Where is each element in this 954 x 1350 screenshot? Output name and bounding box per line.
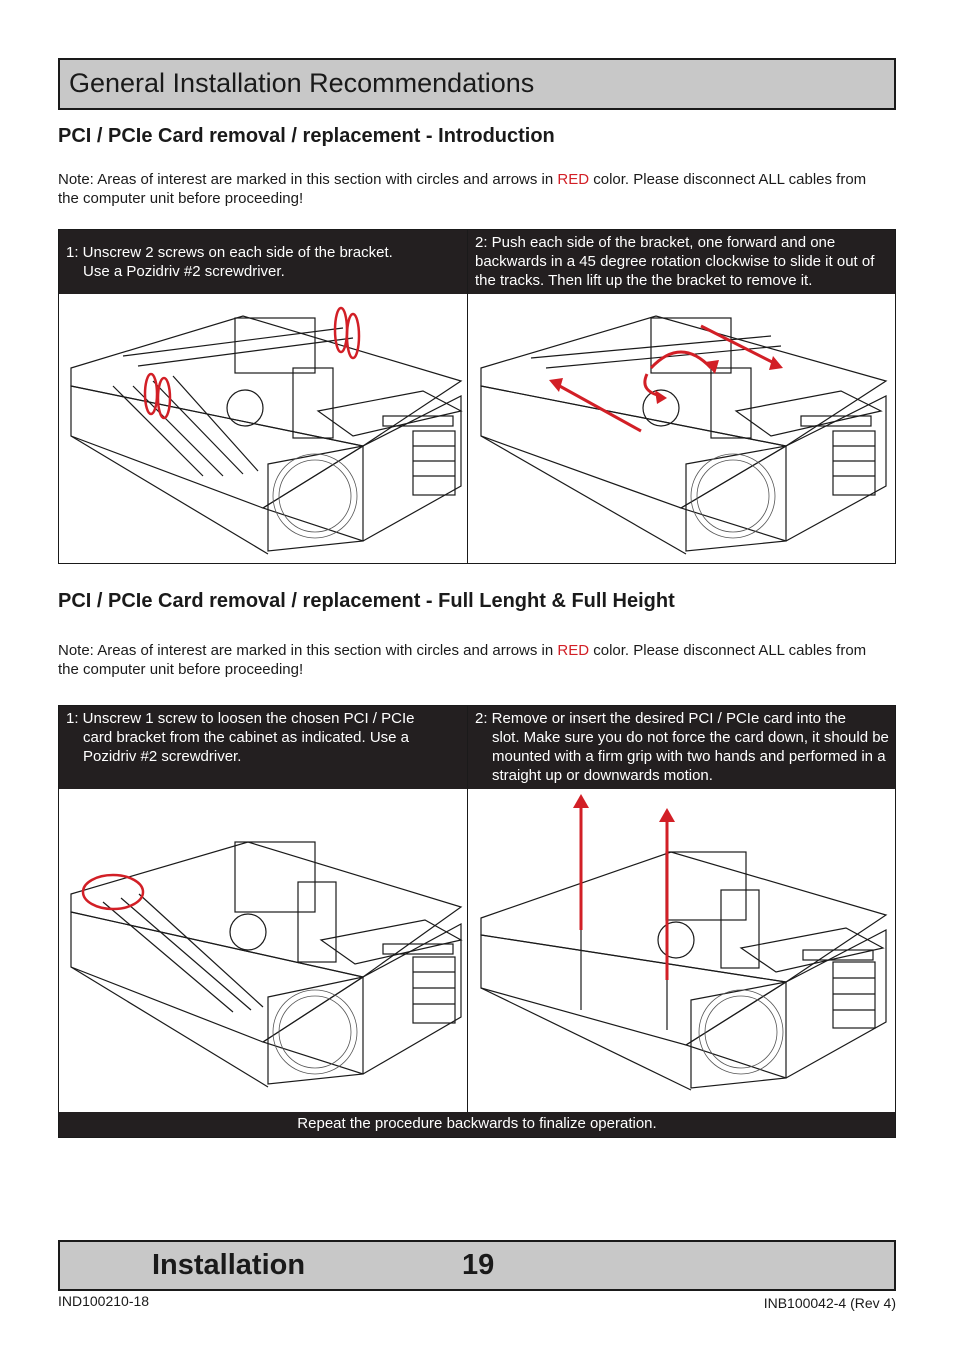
doc-id-left: IND100210-18 [58, 1293, 150, 1309]
footer-title: Installation [152, 1249, 306, 1281]
note-text-end: color. Please disconnect ALL cables from… [58, 642, 867, 678]
note-text-end: color. Please disconnect ALL cables from… [58, 171, 867, 207]
doc-id-right: INB100042-4 (Rev 4) [763, 1295, 896, 1311]
step2-cont: slot. Make sure you do not force the car… [492, 729, 889, 784]
section2-steps: 1: Unscrew 1 screw to loosen the chosen … [58, 705, 896, 1138]
step1-line1: 1: Unscrew 2 screws on each side of the … [66, 244, 393, 261]
section2-footer-note: Repeat the procedure backwards to finali… [59, 1112, 895, 1137]
section1-heading: PCI / PCIe Card removal / replacement - … [58, 125, 555, 147]
panel-divider [467, 706, 468, 1112]
section1-step-header: 1: Unscrew 2 screws on each side of the … [59, 230, 895, 294]
section2-step-header: 1: Unscrew 1 screw to loosen the chosen … [59, 706, 895, 789]
section1-step1-text: 1: Unscrew 2 screws on each side of the … [66, 243, 461, 281]
section1-step2-text: 2: Push each side of the bracket, one fo… [475, 234, 875, 289]
note-text: Note: Areas of interest are marked in th… [58, 171, 558, 188]
page-header: General Installation Recommendations [58, 58, 896, 110]
note-red-word: RED [557, 171, 590, 188]
chassis-illustration-screws [70, 306, 463, 555]
page-number: 19 [462, 1249, 495, 1281]
note-red-word: RED [557, 642, 590, 659]
chassis-illustration-bracket-rotate [480, 315, 888, 555]
chassis-illustration-card-lift [480, 794, 888, 1091]
panel-divider [467, 230, 468, 563]
section2-heading: PCI / PCIe Card removal / replacement - … [58, 590, 675, 612]
note-text: Note: Areas of interest are marked in th… [58, 642, 558, 659]
section2-step2-text: 2: Remove or insert the desired PCI / PC… [475, 709, 891, 785]
page-title: General Installation Recommendations [69, 68, 535, 98]
step2-line1: 2: Remove or insert the desired PCI / PC… [475, 710, 847, 727]
section2-step1-text: 1: Unscrew 1 screw to loosen the chosen … [66, 709, 461, 766]
step1-line1: 1: Unscrew 1 screw to loosen the chosen … [66, 710, 415, 727]
chassis-illustration-card-screw [70, 841, 463, 1088]
step1-line2: Use a Pozidriv #2 screwdriver. [83, 263, 285, 280]
step1-cont: card bracket from the cabinet as indicat… [83, 729, 410, 765]
section1-steps: 1: Unscrew 2 screws on each side of the … [58, 229, 896, 564]
page-footer-bar: Installation 19 [58, 1240, 896, 1291]
section1-note: Note: Areas of interest are marked in th… [58, 170, 878, 208]
section2-note: Note: Areas of interest are marked in th… [58, 641, 878, 679]
